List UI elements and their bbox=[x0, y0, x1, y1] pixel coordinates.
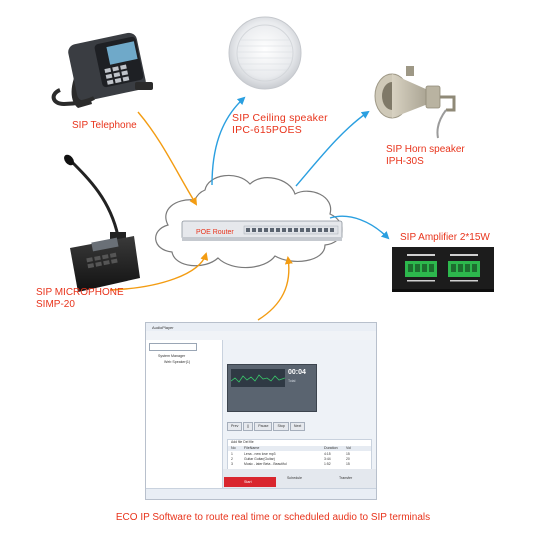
sw-stop-button[interactable]: Stop bbox=[273, 422, 289, 431]
poe-router bbox=[181, 220, 343, 241]
sw-row-filename: Music - later Beta - Beautiful bbox=[244, 462, 287, 466]
sw-playlist-toolbar: Add file Del file bbox=[231, 440, 254, 444]
sw-waveform bbox=[230, 369, 286, 387]
sw-tree-search bbox=[149, 343, 197, 351]
label-microphone: SIP MICROPHONE SIMP-20 bbox=[36, 287, 124, 311]
sw-start-label: Start bbox=[244, 480, 252, 484]
sw-row-vol: 20 bbox=[346, 457, 350, 461]
microphone-image bbox=[64, 154, 140, 292]
sip-telephone-image bbox=[51, 32, 153, 108]
horn-speaker-image bbox=[374, 66, 456, 139]
sw-row-no: 1 bbox=[231, 452, 233, 456]
arrow-telephone-to-cloud bbox=[137, 111, 198, 206]
sw-prev-button[interactable]: Prev bbox=[227, 422, 243, 431]
sw-row-vol: 15 bbox=[346, 452, 350, 456]
sw-tree-panel: System Manager Web Speaker(1) bbox=[146, 340, 223, 489]
sw-time-sub: Total bbox=[288, 379, 296, 383]
arrow-cloud-to-amplifier bbox=[329, 215, 390, 240]
software-screenshot: AudioPlayer System Manager Web Speaker(1… bbox=[145, 322, 377, 500]
table-row[interactable]: 3 Music - later Beta - Beautiful 1:52 15 bbox=[228, 462, 371, 467]
arrow-cloud-to-horn bbox=[295, 110, 370, 187]
ceiling-speaker-image bbox=[228, 16, 302, 90]
sw-schedule-button[interactable]: Schedule bbox=[287, 476, 302, 480]
sw-title: AudioPlayer bbox=[152, 325, 174, 330]
sw-col-no: No bbox=[231, 446, 236, 450]
table-row[interactable]: 2 Guitar Guitar(Guitar) 3:44 20 bbox=[228, 457, 371, 462]
label-ceiling-speaker-name: SIP Ceiling speaker bbox=[232, 112, 328, 124]
sw-tree-root: System Manager bbox=[158, 354, 186, 358]
arrow-cloud-to-ceiling bbox=[211, 96, 246, 186]
label-horn-speaker: SIP Horn speaker IPH-30S bbox=[386, 144, 465, 168]
label-microphone-model: SIMP-20 bbox=[36, 299, 75, 310]
label-horn-speaker-name: SIP Horn speaker bbox=[386, 144, 465, 155]
sw-waveform-line bbox=[230, 374, 286, 383]
sw-next-button[interactable]: Next bbox=[289, 422, 306, 431]
arrow-microphone-to-cloud bbox=[109, 252, 209, 291]
router-label: POE Router bbox=[196, 229, 234, 236]
router-ports bbox=[243, 225, 339, 235]
sw-row-duration: 3:44 bbox=[324, 457, 331, 461]
label-amplifier: SIP Amplifier 2*15W bbox=[400, 232, 490, 243]
sw-col-duration: Duration bbox=[324, 446, 338, 450]
sw-row-vol: 15 bbox=[346, 462, 350, 466]
label-ceiling-speaker-model: IPC-615POES bbox=[232, 124, 302, 136]
label-sip-telephone: SIP Telephone bbox=[72, 120, 137, 131]
sw-time: 00:04 bbox=[288, 369, 306, 376]
sw-row-duration: 4:15 bbox=[324, 452, 331, 456]
sw-row-filename: Guitar Guitar(Guitar) bbox=[244, 457, 275, 461]
sw-transfer-button[interactable]: Transfer bbox=[339, 476, 353, 480]
amp-terminals-right bbox=[448, 261, 480, 277]
arrow-software-to-cloud bbox=[257, 256, 293, 321]
sw-statusbar bbox=[146, 488, 376, 499]
caption: ECO IP Software to route real time or sc… bbox=[115, 512, 431, 523]
label-ceiling-speaker: SIP Ceiling speaker IPC-615POES bbox=[232, 112, 328, 136]
sw-pause-button[interactable]: Pause bbox=[254, 422, 273, 431]
sw-row-no: 3 bbox=[231, 462, 233, 466]
amp-terminals-left bbox=[405, 261, 437, 277]
sw-player: 00:04 Total bbox=[227, 364, 317, 412]
sw-col-filename: FileName bbox=[244, 446, 260, 450]
sw-playlist-header: No FileName Duration Vol bbox=[228, 446, 371, 451]
label-horn-speaker-model: IPH-30S bbox=[386, 156, 424, 167]
amplifier-image bbox=[392, 247, 494, 292]
sw-row-no: 2 bbox=[231, 457, 233, 461]
sw-col-vol: Vol bbox=[346, 446, 351, 450]
label-microphone-name: SIP MICROPHONE bbox=[36, 287, 124, 298]
sw-row-filename: Lena - new love mp3 bbox=[244, 452, 276, 456]
sw-row-duration: 1:52 bbox=[324, 462, 331, 466]
sw-play-button[interactable]: || bbox=[243, 422, 254, 431]
sw-start-button[interactable]: Start bbox=[224, 477, 276, 487]
sw-tree-child: Web Speaker(1) bbox=[164, 360, 191, 364]
table-row[interactable]: 1 Lena - new love mp3 4:15 15 bbox=[228, 452, 371, 457]
